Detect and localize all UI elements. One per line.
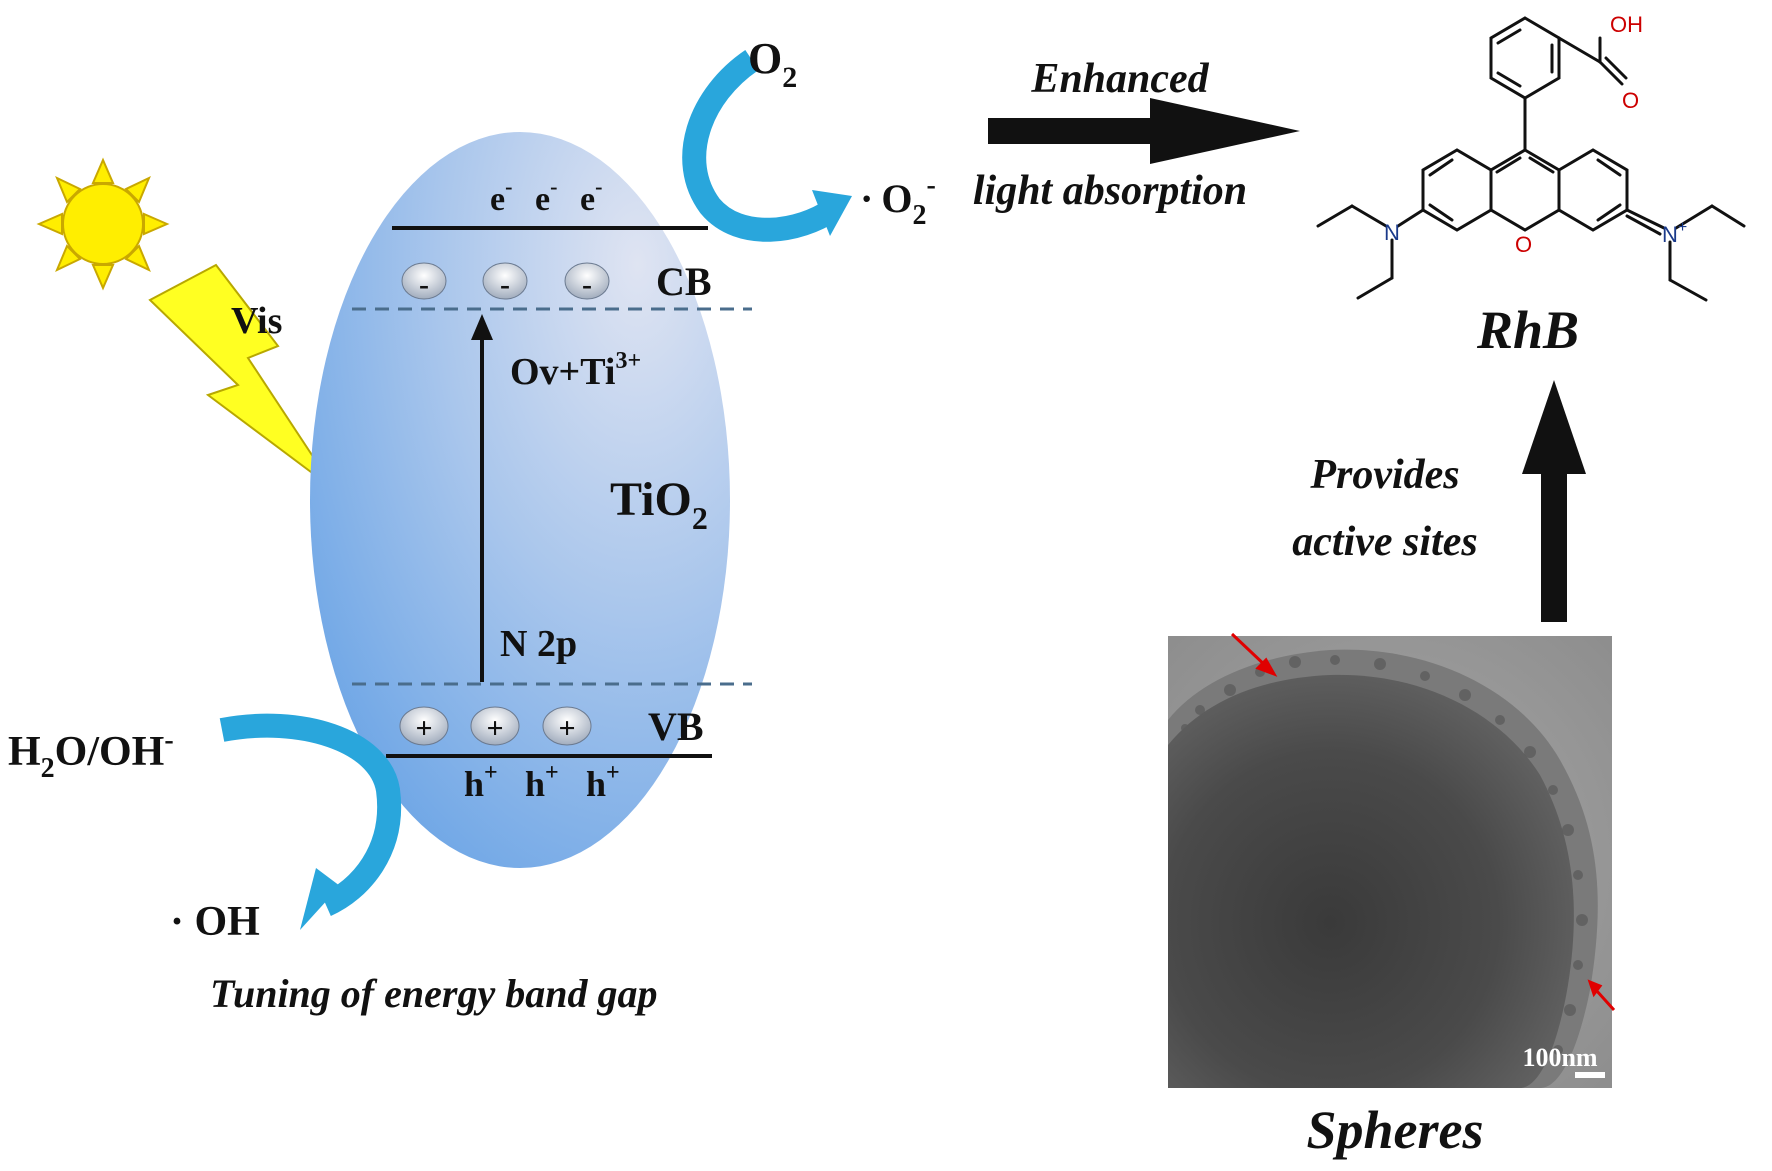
excitation-arrow: [471, 314, 493, 682]
svg-text:h+: h+: [525, 760, 559, 804]
hydroxyl-radical-label: · OH: [170, 899, 260, 945]
scale-bar-label: 100nm: [1522, 1043, 1597, 1072]
svg-text:+: +: [558, 712, 575, 745]
enhanced-label: Enhanced: [1030, 56, 1209, 102]
vb-label: VB: [648, 704, 704, 749]
rhb-structure: [1316, 16, 1746, 302]
svg-text:+: +: [486, 712, 503, 745]
svg-text:O: O: [1515, 232, 1532, 257]
active-sites-label: active sites: [1292, 519, 1477, 565]
light-absorption-label: light absorption: [973, 168, 1247, 214]
electron-labels: e- e- e-: [490, 174, 602, 218]
hole-labels: h+ h+ h+: [464, 760, 620, 804]
svg-text:h+: h+: [586, 760, 620, 804]
cb-electron-pills: - - -: [401, 262, 610, 301]
svg-text:h+: h+: [464, 760, 498, 804]
svg-text:-: -: [419, 268, 429, 301]
svg-text:O: O: [1622, 88, 1639, 113]
sun-icon: [36, 157, 170, 291]
vis-label: Vis: [231, 300, 282, 342]
oxygen-label: O2: [748, 34, 797, 94]
rhb-atoms: OH O O N N+: [1384, 12, 1687, 257]
defect-states-label: Ov+Ti3+: [510, 348, 641, 393]
cb-label: CB: [656, 259, 712, 304]
active-sites-arrow: [1522, 380, 1586, 622]
svg-text:N: N: [1384, 220, 1400, 245]
band-gap-caption: Tuning of energy band gap: [210, 971, 657, 1016]
n2p-label: N 2p: [500, 623, 577, 665]
svg-text:e-: e-: [490, 174, 512, 218]
svg-text:-: -: [582, 268, 592, 301]
vb-hole-pills: + + +: [399, 706, 592, 746]
tem-micrograph: [1168, 632, 1616, 1088]
water-hydroxide-label: H2O/OH-: [8, 725, 174, 784]
oxygen-reduction-arrow: [682, 50, 852, 242]
superoxide-label: ·O2-: [860, 170, 936, 231]
spheres-label: Spheres: [1306, 1100, 1483, 1160]
hydroxyl-oxidation-arrow: [219, 713, 402, 930]
svg-text:+: +: [415, 712, 432, 745]
svg-text:OH: OH: [1610, 12, 1643, 37]
svg-text:-: -: [500, 268, 510, 301]
svg-text:e-: e-: [580, 174, 602, 218]
rhb-label: RhB: [1476, 300, 1579, 360]
svg-text:N+: N+: [1662, 219, 1687, 247]
lightning-icon: [148, 263, 336, 491]
enhanced-absorption-arrow: [988, 98, 1300, 164]
tio2-particle: [310, 132, 730, 868]
tio2-label: TiO2: [610, 473, 708, 536]
svg-text:e-: e-: [535, 174, 557, 218]
provides-label: Provides: [1309, 452, 1459, 498]
